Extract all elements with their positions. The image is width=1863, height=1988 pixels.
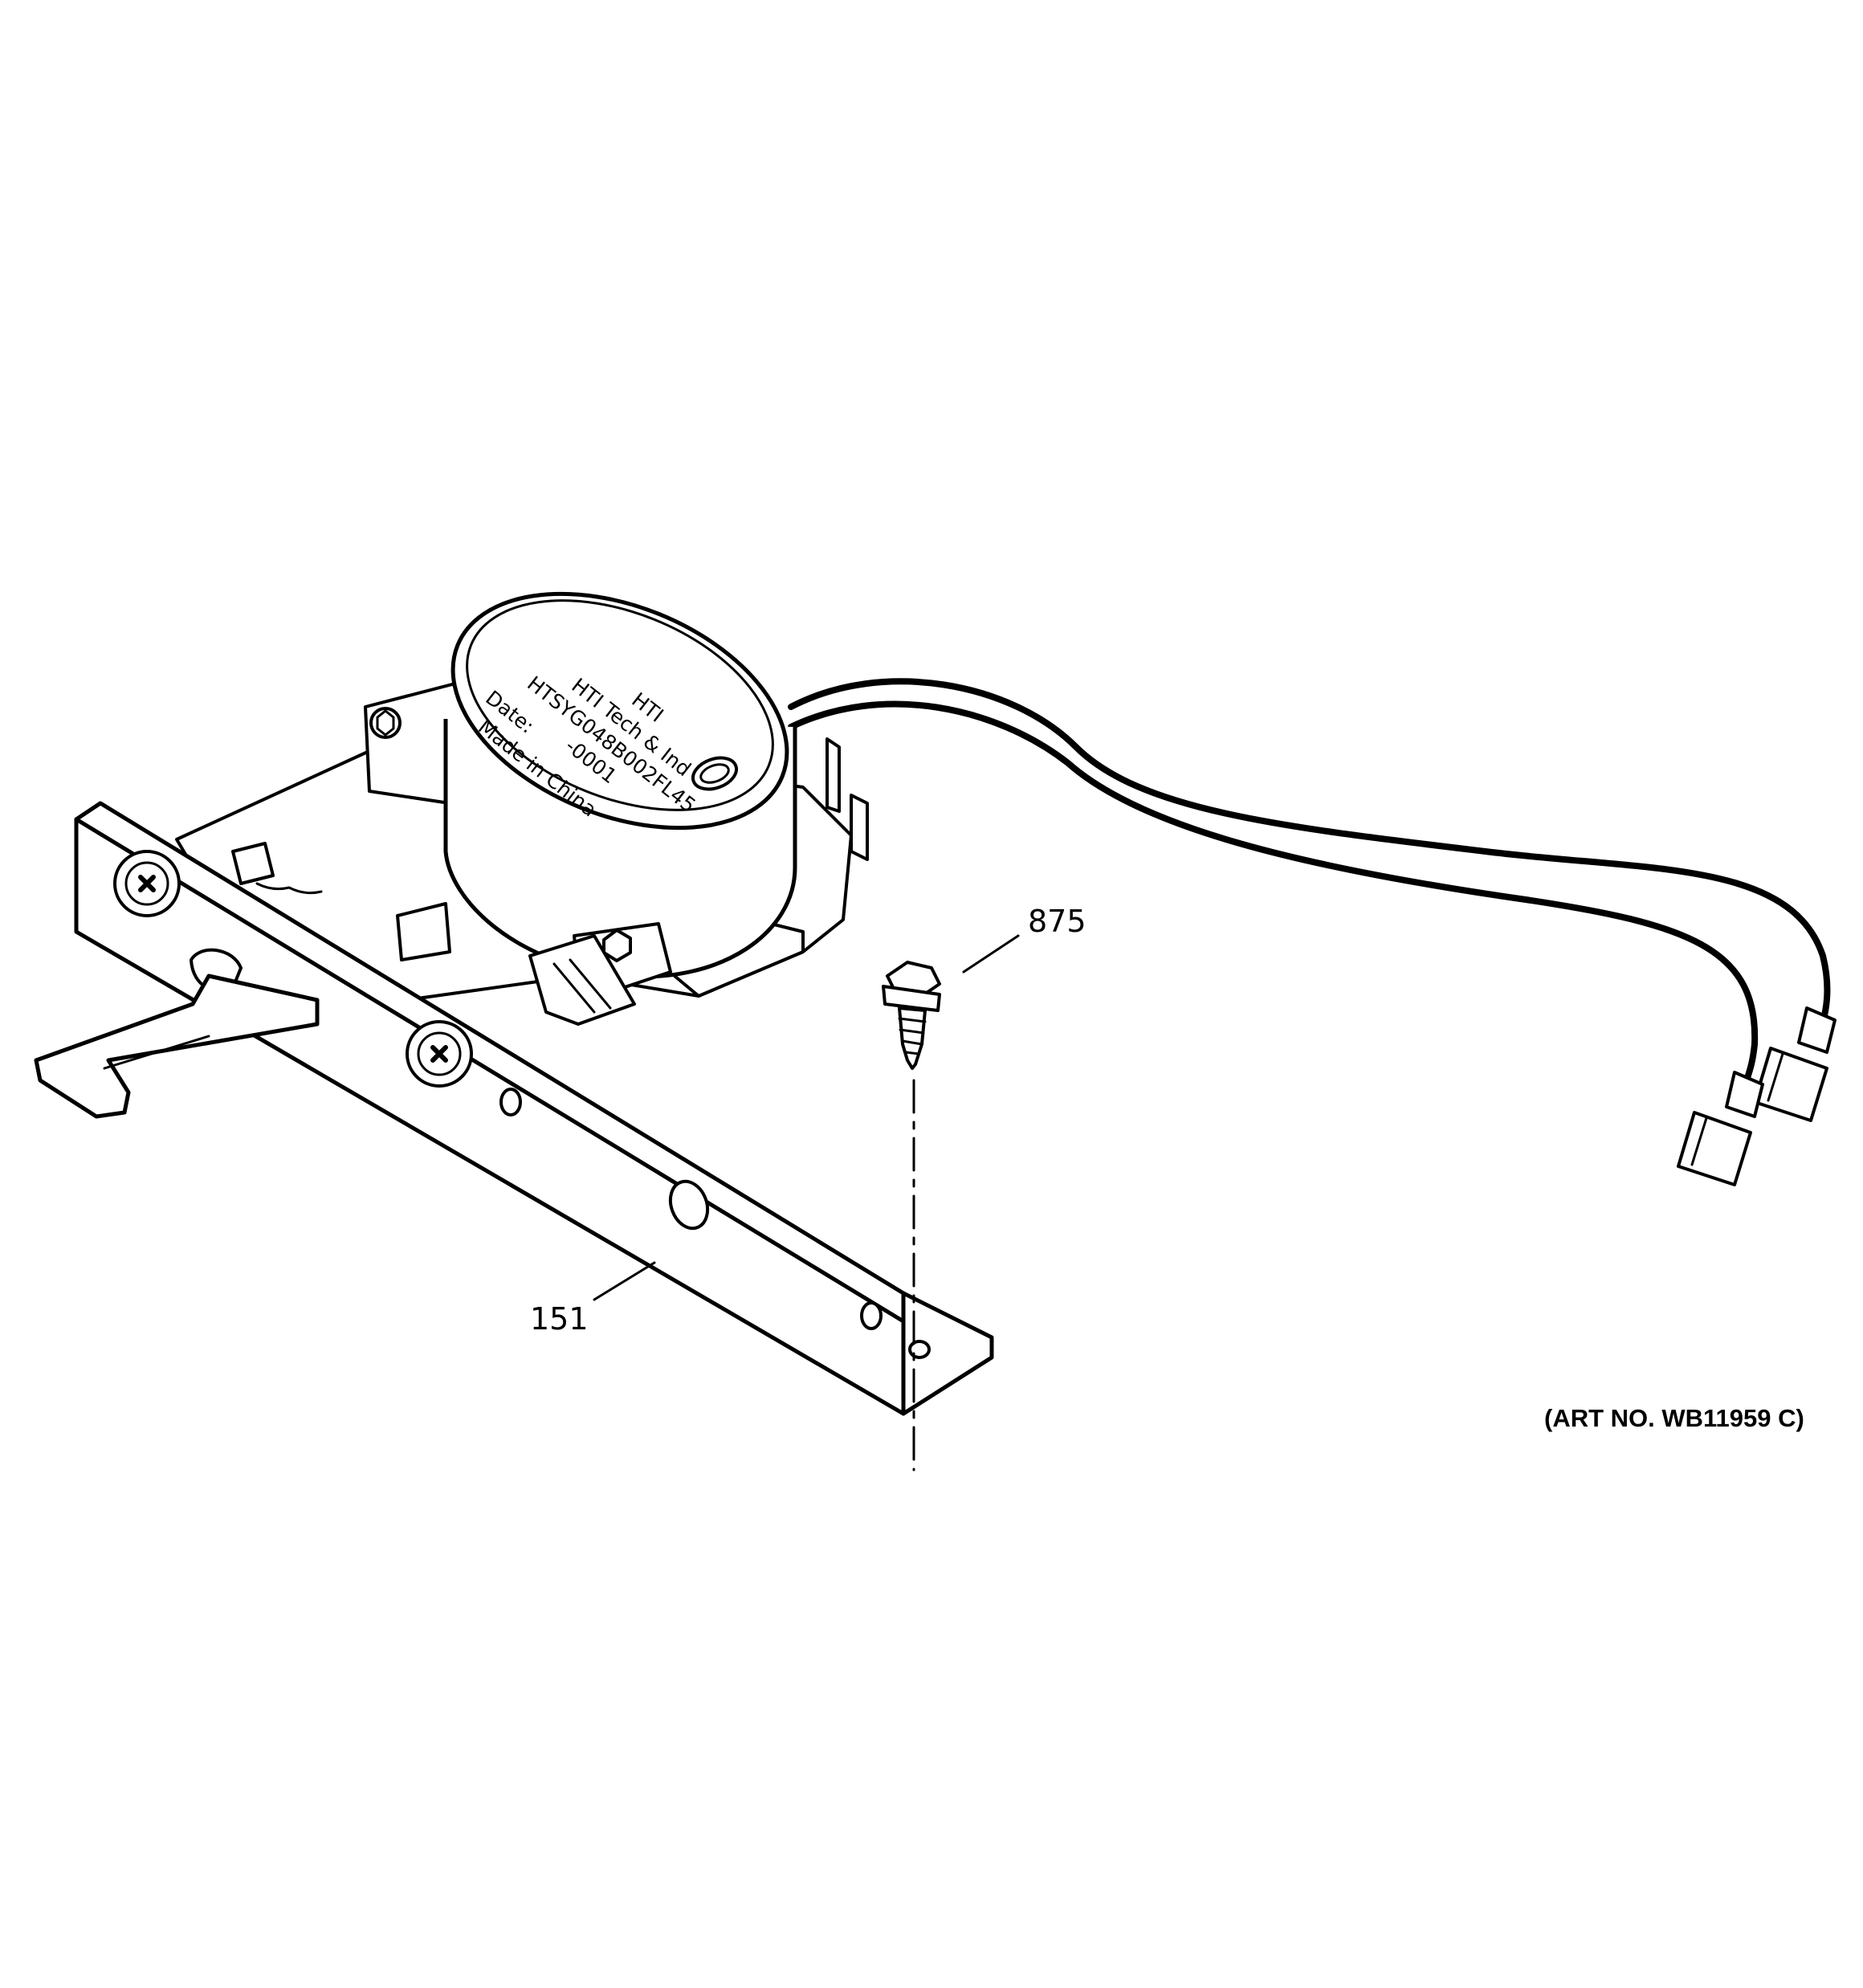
wire-harness: [788, 678, 1831, 1084]
leader-line-875: [962, 934, 1020, 974]
art-number: (ART NO. WB11959 C): [1544, 1404, 1804, 1432]
latch-hook: [34, 974, 320, 1119]
wire-terminal-left: [1677, 1071, 1764, 1186]
latch-bracket: [74, 801, 994, 1416]
timer-motor: HTI HTI Tech & Ind HTSYG048B002FL45 -000…: [443, 591, 797, 979]
callout-151: 151: [530, 1301, 589, 1337]
wire-terminal-right: [1753, 1006, 1837, 1122]
screw-875: [882, 961, 941, 1070]
callout-875: 875: [1028, 904, 1086, 939]
leader-line-151: [593, 1261, 656, 1301]
latch-linkage: [231, 842, 636, 1026]
